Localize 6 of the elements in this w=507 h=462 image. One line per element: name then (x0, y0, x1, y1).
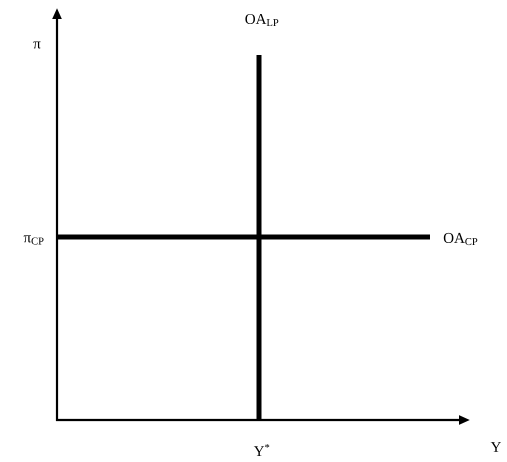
curve-label: OA$_{CP}$ (444, 232, 478, 246)
tick-label: π$_{CP}$ (24, 235, 44, 245)
curve-label: OA$_{LP}$ (245, 14, 278, 26)
axis-label: π (33, 41, 41, 48)
tick-label: Y$^{*}$ (254, 444, 270, 456)
axis-label: Y (490, 442, 502, 452)
